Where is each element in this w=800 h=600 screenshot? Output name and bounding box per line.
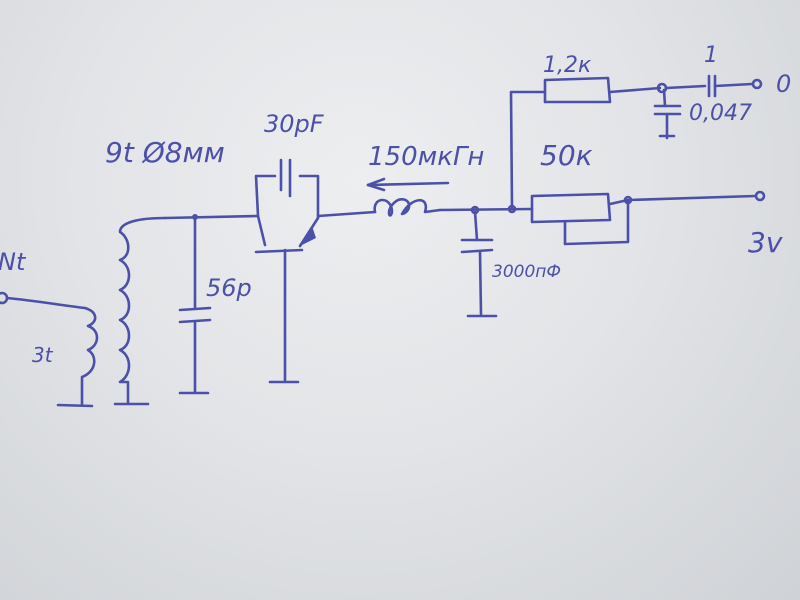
choke-inductor [366,177,450,217]
supply-label: 3v [748,226,783,259]
antenna-label: Nt [0,248,27,276]
output-pin-label: 1 [704,43,718,68]
wire-base [163,214,260,220]
choke-label: 150мкГн [368,142,484,172]
feedback-cap-label: 30pF [264,110,325,138]
tank-coil [113,216,167,406]
antenna-coil-label: 3t [32,343,54,367]
transistor [254,158,320,384]
wire-emitter [316,210,377,218]
potentiometer [530,190,766,246]
bypass-cap-label: 3000пФ [492,262,561,282]
output-cap-label: 0,047 [689,101,752,126]
tank-capacitor [178,215,212,395]
tank-cap-label: 56p [206,274,252,302]
wire-node [438,207,534,212]
resistor-label: 1,2к [543,53,592,78]
pot-label: 50к [540,139,593,172]
resistor-1k2 [509,76,668,209]
output-terminal-label: 0 [776,70,791,98]
tank-coil-label: 9t Ø8мм [105,136,225,169]
bypass-capacitor [460,210,498,318]
antenna-coil [0,291,99,408]
output-capacitors [653,74,763,140]
